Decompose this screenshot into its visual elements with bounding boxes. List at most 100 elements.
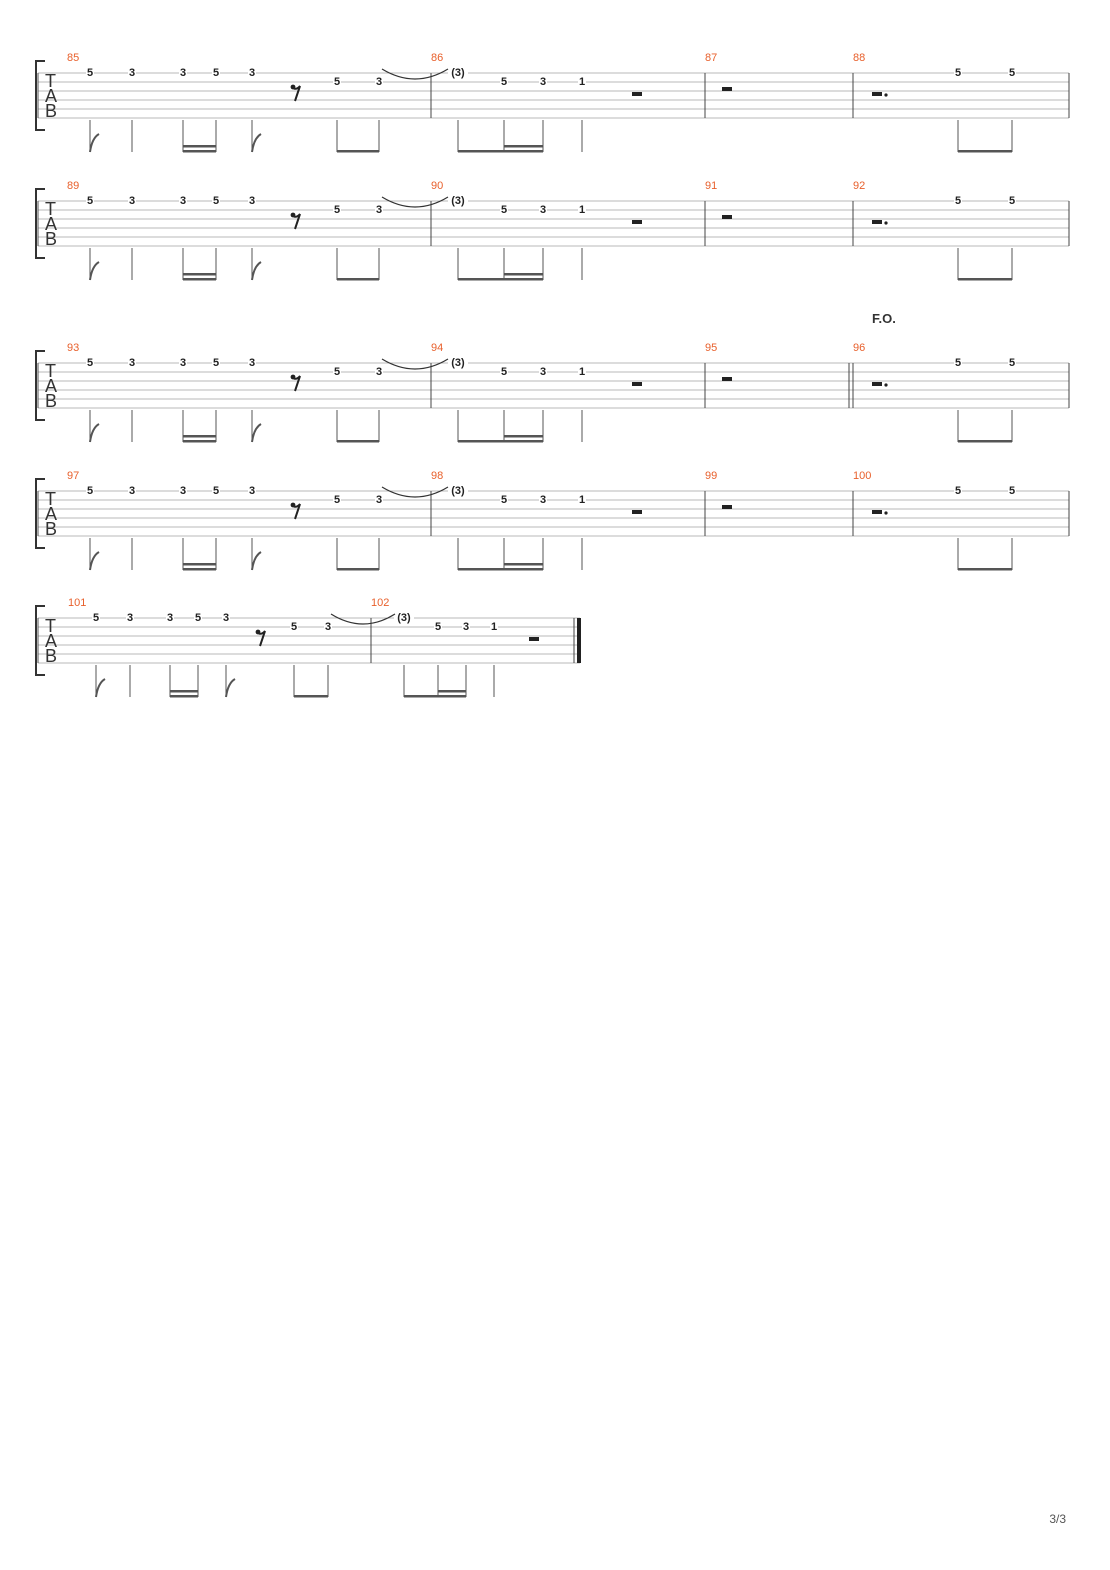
half-rest — [632, 220, 642, 224]
fret-number: 3 — [249, 67, 255, 79]
fret-number-bg — [333, 494, 341, 505]
fret-number-bg — [290, 621, 298, 632]
tab-clef-letter: A — [45, 504, 57, 524]
fret-number: 5 — [955, 195, 961, 207]
fret-number: 3 — [180, 357, 186, 369]
measure-number: 85 — [67, 52, 79, 64]
measure-number: 97 — [67, 470, 79, 482]
fret-number: 5 — [1009, 357, 1015, 369]
fret-number: (3) — [451, 67, 465, 79]
measure-number: 91 — [705, 180, 717, 192]
fret-number-bg — [1008, 357, 1016, 368]
tab-clef-letter: B — [45, 646, 57, 666]
fret-number-bg — [462, 621, 470, 632]
fret-number-bg — [448, 195, 468, 206]
eighth-flag — [251, 423, 262, 443]
fret-number-bg — [248, 67, 256, 78]
beam — [183, 568, 216, 571]
rest-dot — [884, 93, 888, 97]
half-rest — [632, 92, 642, 96]
whole-rest — [722, 215, 732, 219]
fret-number: 3 — [180, 195, 186, 207]
measure-number: 100 — [853, 470, 871, 482]
beam — [958, 278, 1012, 281]
fret-number-bg — [500, 366, 508, 377]
fret-number-bg — [375, 494, 383, 505]
fret-number-bg — [179, 195, 187, 206]
dotted-half-rest — [872, 382, 882, 386]
measure-number: 94 — [431, 342, 443, 354]
fret-number: 5 — [1009, 195, 1015, 207]
fret-number: (3) — [397, 612, 411, 624]
fret-number-bg — [578, 204, 586, 215]
fret-number-bg — [128, 67, 136, 78]
fret-number: 5 — [1009, 67, 1015, 79]
fret-number: 5 — [435, 621, 441, 633]
fret-number-bg — [954, 67, 962, 78]
fret-number-bg — [578, 366, 586, 377]
fret-number: 3 — [127, 612, 133, 624]
tab-clef-letter: A — [45, 631, 57, 651]
tab-clef-letter: A — [45, 214, 57, 234]
tab-clef-letter: T — [45, 71, 56, 91]
fret-number: 5 — [501, 494, 507, 506]
measure-number: 92 — [853, 180, 865, 192]
measure-number: 98 — [431, 470, 443, 482]
fret-number: 3 — [540, 204, 546, 216]
eighth-flag — [251, 261, 262, 281]
fret-number-bg — [194, 612, 202, 623]
fret-number-bg — [212, 195, 220, 206]
fret-number: 5 — [334, 204, 340, 216]
fret-number: 1 — [579, 366, 585, 378]
measure-number: 95 — [705, 342, 717, 354]
fret-number: 3 — [180, 67, 186, 79]
fret-number-bg — [324, 621, 332, 632]
fret-number: 5 — [87, 485, 93, 497]
fret-number-bg — [212, 357, 220, 368]
beam — [294, 695, 328, 698]
tab-clef-letter: T — [45, 361, 56, 381]
fret-number: 5 — [195, 612, 201, 624]
measure-number: 88 — [853, 52, 865, 64]
dotted-half-rest — [872, 220, 882, 224]
beam-secondary — [504, 273, 543, 276]
beam — [337, 440, 379, 443]
fret-number: (3) — [451, 357, 465, 369]
fret-number: 5 — [501, 76, 507, 88]
fret-number: 1 — [491, 621, 497, 633]
tie-arc — [381, 358, 449, 370]
fret-number-bg — [539, 494, 547, 505]
beam — [183, 440, 216, 443]
beam-secondary — [170, 690, 198, 693]
fret-number: 3 — [540, 76, 546, 88]
fret-number: (3) — [451, 195, 465, 207]
staff-bracket — [35, 188, 45, 259]
fret-number-bg — [333, 366, 341, 377]
eighth-rest-dot — [290, 502, 296, 508]
beam-secondary — [183, 273, 216, 276]
beam — [337, 150, 379, 153]
eighth-rest-dot — [290, 212, 296, 218]
fret-number: 3 — [180, 485, 186, 497]
eighth-flag — [225, 678, 236, 698]
fret-number: 5 — [213, 195, 219, 207]
eighth-flag — [251, 551, 262, 571]
fret-number: 1 — [579, 76, 585, 88]
fret-number-bg — [212, 485, 220, 496]
fret-number-bg — [375, 366, 383, 377]
fret-number-bg — [333, 76, 341, 87]
measure-number: 102 — [371, 597, 389, 609]
dotted-half-rest — [872, 92, 882, 96]
fret-number-bg — [448, 357, 468, 368]
fret-number: 5 — [501, 204, 507, 216]
tie-arc — [381, 486, 449, 498]
fret-number-bg — [578, 76, 586, 87]
tab-clef-letter: T — [45, 489, 56, 509]
fret-number: 3 — [129, 485, 135, 497]
fret-number-bg — [248, 485, 256, 496]
whole-rest — [722, 87, 732, 91]
rest-dot — [884, 221, 888, 225]
